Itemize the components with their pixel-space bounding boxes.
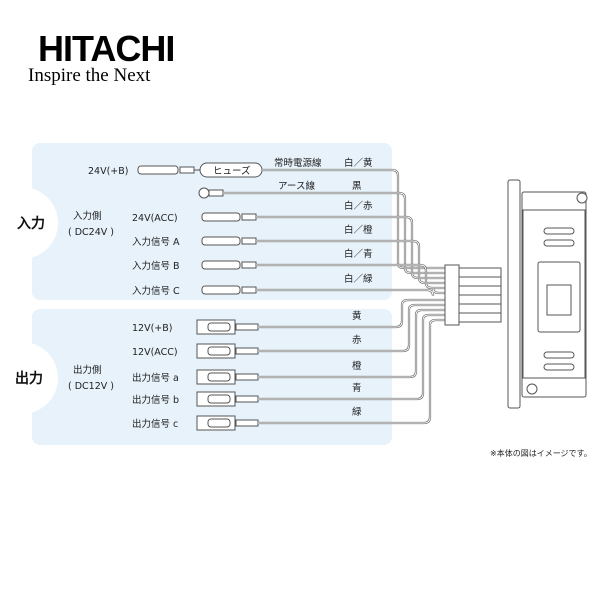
- input-row: 入力信号 C 白／緑: [132, 273, 373, 297]
- harness-connector: [444, 264, 460, 326]
- input-row: 24V(ACC) 白／赤: [132, 200, 373, 224]
- wire-color: 赤: [352, 335, 362, 346]
- connector-icon: [137, 165, 195, 175]
- wire-name: 常時電源線: [274, 157, 322, 169]
- device-unit: [507, 179, 588, 409]
- wire-harness: [223, 168, 445, 425]
- connector-icon: [201, 212, 257, 222]
- wire-color: 白／黄: [344, 157, 373, 169]
- brand-tagline: Inspire the Next: [28, 65, 151, 86]
- wire-color: 黒: [352, 181, 362, 192]
- row-label: 出力信号 c: [132, 418, 178, 430]
- wire-color: 黄: [352, 310, 362, 322]
- input-row-24v-b: 24V(+B) ヒューズ 常時電源線 白／黄: [88, 157, 373, 178]
- row-label: 入力信号 C: [132, 285, 180, 297]
- row-label: 入力信号 A: [132, 236, 180, 248]
- wire-color: 白／橙: [344, 224, 373, 236]
- output-row: 出力信号 b 青: [132, 382, 362, 407]
- output-row: 出力信号 a 橙: [132, 360, 362, 385]
- input-voltage: ( DC24V ): [68, 227, 114, 238]
- wire-color: 緑: [352, 406, 362, 418]
- note-text: ※本体の図はイメージです。: [490, 448, 592, 458]
- wire-color: 白／青: [344, 248, 373, 260]
- row-label: 12V(+B): [132, 323, 172, 334]
- output-section-label: 出力: [15, 370, 43, 387]
- row-label: 24V(+B): [88, 166, 128, 177]
- wire-color: 白／赤: [344, 200, 373, 212]
- connector-pins: [459, 276, 501, 314]
- connector-icon: [201, 285, 257, 295]
- output-badge: [0, 342, 58, 414]
- wire-color: 白／緑: [344, 273, 373, 285]
- row-label: 12V(ACC): [132, 347, 178, 358]
- input-section-label: 入力: [17, 215, 45, 232]
- input-badge: [0, 187, 58, 259]
- row-label: 入力信号 B: [132, 260, 180, 272]
- output-row: 12V(ACC) 赤: [132, 335, 362, 359]
- output-row: 出力信号 c 緑: [132, 406, 362, 431]
- brand-logo: HITACHI: [38, 28, 174, 69]
- ring-terminal-icon: [198, 187, 224, 199]
- row-label: 出力信号 b: [132, 394, 179, 406]
- output-side-label: 出力側: [73, 364, 102, 376]
- fuse-label: ヒューズ: [213, 165, 251, 177]
- connector-icon: [196, 319, 259, 335]
- wire-color: 青: [352, 382, 362, 394]
- row-label: 出力信号 a: [132, 372, 179, 384]
- input-row: 入力信号 B 白／青: [132, 248, 373, 272]
- connector-icon: [201, 260, 257, 270]
- wire-color: 橙: [352, 360, 362, 372]
- connector-icon: [196, 391, 259, 407]
- row-label: 24V(ACC): [132, 213, 178, 224]
- connector-icon: [196, 369, 259, 385]
- connector-icon: [196, 343, 259, 359]
- input-row: 入力信号 A 白／橙: [132, 224, 373, 248]
- output-row: 12V(+B) 黄: [132, 310, 362, 335]
- connector-icon: [201, 236, 257, 246]
- wire-name: アース線: [278, 180, 315, 192]
- connector-icon: [196, 415, 259, 431]
- input-side-label: 入力側: [73, 210, 102, 222]
- output-voltage: ( DC12V ): [68, 381, 114, 392]
